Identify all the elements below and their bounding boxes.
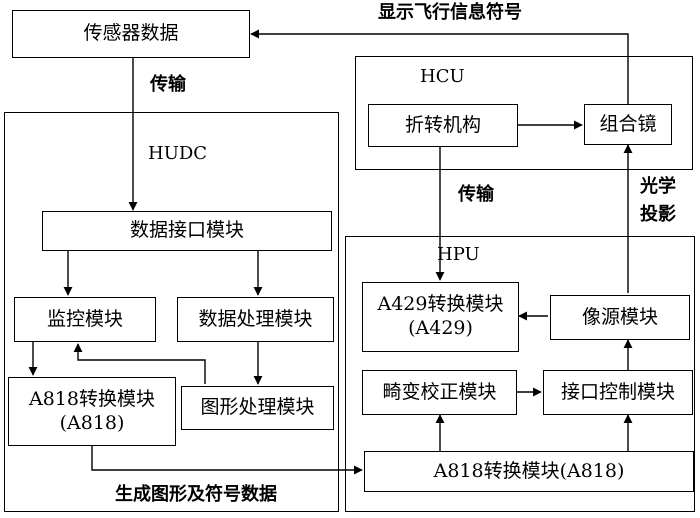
transmit-label-mid: 传输: [458, 184, 494, 205]
sensor-data-box: 传感器数据: [12, 10, 250, 58]
graphics-processing-text: 图形处理模块: [200, 396, 315, 419]
image-source-box: 像源模块: [550, 295, 690, 340]
data-interface-box: 数据接口模块: [42, 211, 332, 251]
optical-label-line2: 投影: [640, 204, 676, 225]
hpu-region: [345, 236, 695, 512]
combiner-text: 组合镜: [599, 112, 657, 135]
monitor-text: 监控模块: [46, 307, 123, 330]
a429-text-line2: (A429): [408, 317, 473, 339]
optical-label-line1: 光学: [640, 176, 676, 197]
a818-bottom-text: A818转换模块(A818): [433, 459, 625, 482]
arrow-graphics-to-monitor: [73, 343, 206, 384]
distortion-correction-box: 畸变校正模块: [362, 370, 517, 415]
a818-left-text-line1: A818转换模块: [29, 387, 155, 410]
interface-control-text: 接口控制模块: [560, 380, 675, 403]
a818-bottom-box: A818转换模块(A818): [364, 451, 694, 492]
arrow-combiner-to-sensor: [250, 29, 629, 104]
hcu-region: [355, 56, 693, 170]
display-flight-info-label: 显示飞行信息符号: [378, 2, 522, 23]
hpu-title: HPU: [437, 244, 480, 265]
hcu-title: HCU: [420, 66, 465, 87]
hudc-title: HUDC: [148, 143, 208, 164]
interface-control-box: 接口控制模块: [543, 370, 693, 415]
a818-left-text-line2: (A818): [59, 411, 125, 434]
transmit-label-top: 传输: [150, 74, 186, 95]
combiner-box: 组合镜: [584, 104, 672, 145]
sensor-data-text: 传感器数据: [83, 22, 179, 45]
data-processing-box: 数据处理模块: [177, 297, 334, 342]
monitor-box: 监控模块: [14, 297, 156, 342]
data-interface-text: 数据接口模块: [129, 219, 244, 242]
hudc-region: [4, 112, 339, 512]
data-processing-text: 数据处理模块: [198, 307, 313, 330]
a818-left-box: A818转换模块 (A818): [8, 377, 176, 446]
fold-mechanism-text: 折转机构: [404, 113, 481, 136]
generate-graphics-label: 生成图形及符号数据: [115, 484, 277, 505]
a429-text-line1: A429转换模块: [377, 293, 504, 316]
graphics-processing-box: 图形处理模块: [181, 386, 334, 430]
image-source-text: 像源模块: [581, 305, 658, 328]
fold-mechanism-box: 折转机构: [368, 104, 518, 147]
distortion-correction-text: 畸变校正模块: [382, 380, 497, 403]
a429-box: A429转换模块 (A429): [362, 282, 519, 352]
arrow-a818-to-hpu: [91, 446, 363, 475]
